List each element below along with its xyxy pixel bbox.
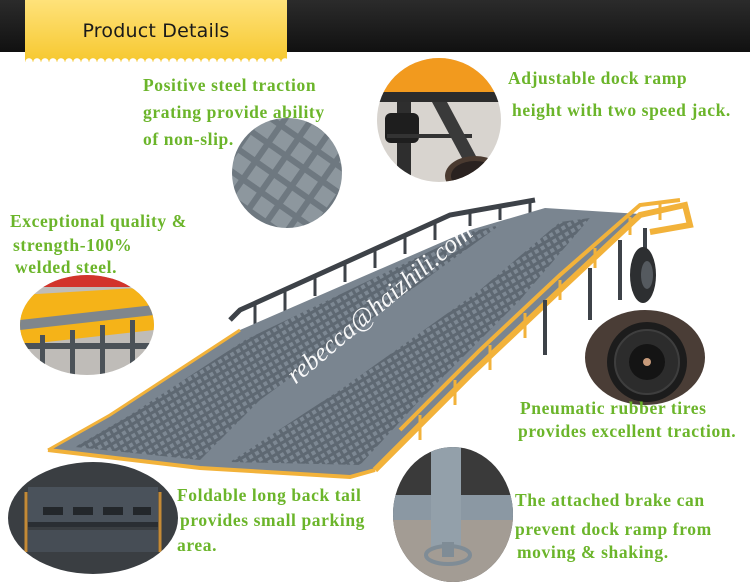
tire-detail-photo: [585, 310, 705, 405]
welded-frame-photo: [20, 275, 154, 375]
title-tab: [25, 0, 287, 62]
back-tail-photo: [8, 462, 178, 574]
jack-detail-photo: [377, 58, 501, 182]
brake-detail-photo: [393, 447, 513, 582]
page-title: Product Details: [82, 20, 230, 42]
grating-detail-photo: [232, 118, 342, 228]
